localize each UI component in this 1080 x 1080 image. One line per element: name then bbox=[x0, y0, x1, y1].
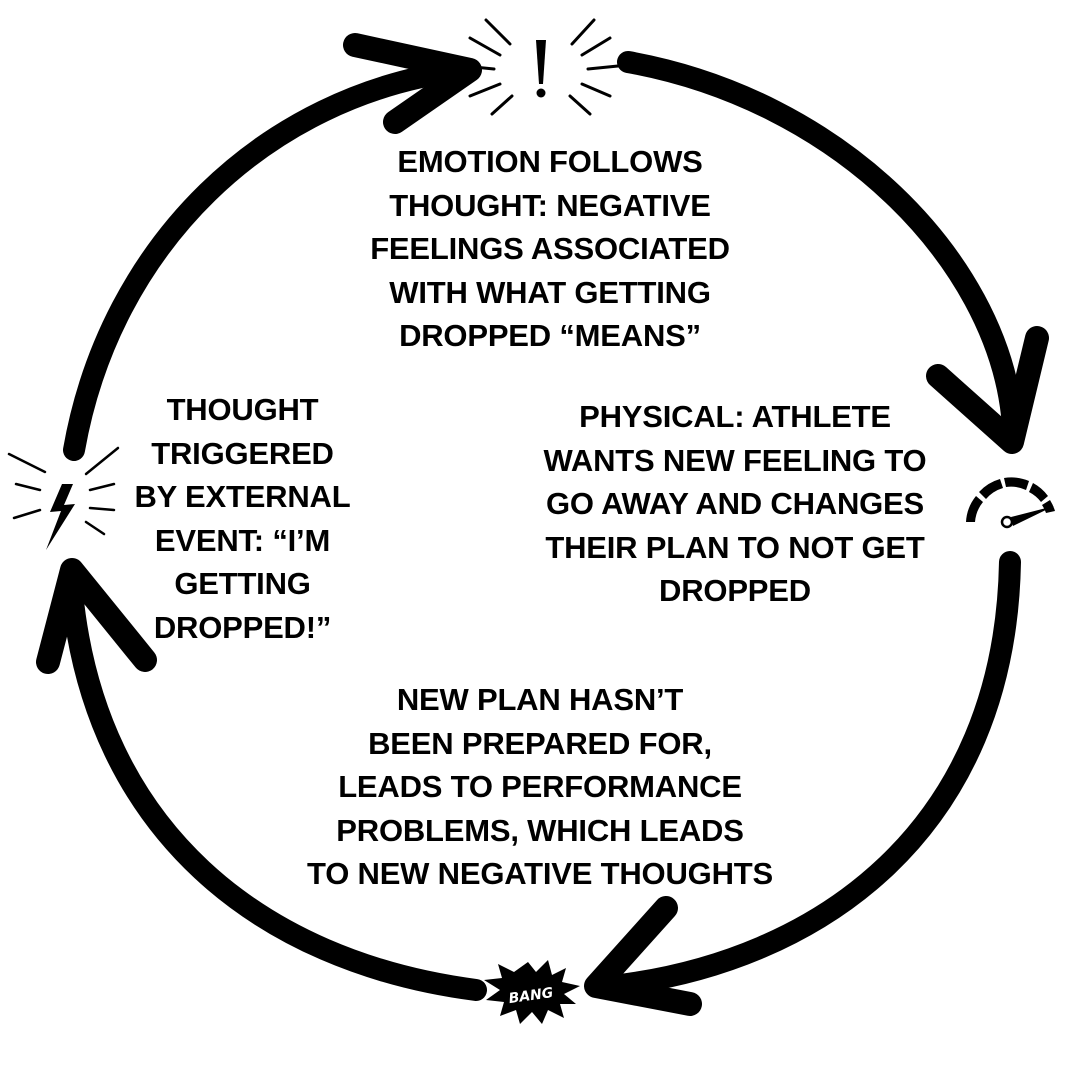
plan-text-line: NEW PLAN HASN’T bbox=[396, 682, 684, 717]
physical-text-line: GO AWAY AND CHANGES bbox=[545, 486, 925, 521]
arrowhead-plan bbox=[584, 896, 702, 1016]
emotion-text-line: FEELINGS ASSOCIATED bbox=[370, 231, 730, 266]
thought-text-line: GETTING bbox=[174, 566, 311, 601]
thought-text-line: BY EXTERNAL bbox=[134, 479, 351, 514]
arc-thought-to-emotion bbox=[63, 59, 473, 461]
physical-text-line: DROPPED bbox=[659, 573, 811, 608]
bang-burst-icon: BANG bbox=[484, 960, 580, 1024]
arrowhead-thought bbox=[36, 558, 157, 674]
arc-physical-to-plan bbox=[601, 551, 1021, 997]
exclamation-burst-icon bbox=[462, 18, 620, 116]
bang-label: BANG bbox=[508, 985, 555, 1007]
emotion-text-line: EMOTION FOLLOWS bbox=[397, 144, 703, 179]
thought-text-line: DROPPED!” bbox=[153, 609, 332, 645]
physical-node-text: PHYSICAL: ATHLETE WANTS NEW FEELING TO GO … bbox=[500, 395, 970, 613]
thought-text-line: EVENT: “I’M bbox=[154, 522, 331, 558]
thought-text-line: TRIGGERED bbox=[151, 435, 334, 471]
plan-node-text: NEW PLAN HASN’T BEEN PREPARED FOR, LEADS T… bbox=[265, 678, 815, 896]
emotion-text-line: DROPPED “MEANS” bbox=[399, 318, 701, 353]
plan-text-line: TO NEW NEGATIVE THOUGHTS bbox=[307, 856, 773, 891]
plan-text-line: LEADS TO PERFORMANCE bbox=[338, 769, 742, 804]
thought-text-line: THOUGHT bbox=[166, 392, 319, 427]
physical-text-line: PHYSICAL: ATHLETE bbox=[579, 399, 891, 434]
physical-text-line: THEIR PLAN TO NOT GET bbox=[545, 529, 925, 565]
emotion-node-text: EMOTION FOLLOWS THOUGHT: NEGATIVE FEELINGS… bbox=[330, 140, 770, 358]
physical-text-line: WANTS NEW FEELING TO bbox=[543, 442, 927, 478]
emotion-text-line: THOUGHT: NEGATIVE bbox=[389, 187, 711, 223]
arc-emotion-to-physical bbox=[617, 51, 1023, 426]
emotion-text-line: WITH WHAT GETTING bbox=[389, 274, 711, 310]
thought-node-text: THOUGHT TRIGGERED BY EXTERNAL EVENT: “I’M GE… bbox=[110, 388, 375, 649]
lightning-bolt-icon bbox=[7, 446, 120, 550]
speedometer-gauge-icon bbox=[966, 477, 1055, 529]
arrowhead-physical bbox=[926, 326, 1049, 454]
plan-text-line: BEEN PREPARED FOR, bbox=[368, 725, 712, 761]
plan-text-line: PROBLEMS, WHICH LEADS bbox=[336, 812, 744, 848]
arc-plan-to-thought bbox=[61, 581, 487, 1001]
arrowhead-emotion bbox=[343, 33, 482, 134]
